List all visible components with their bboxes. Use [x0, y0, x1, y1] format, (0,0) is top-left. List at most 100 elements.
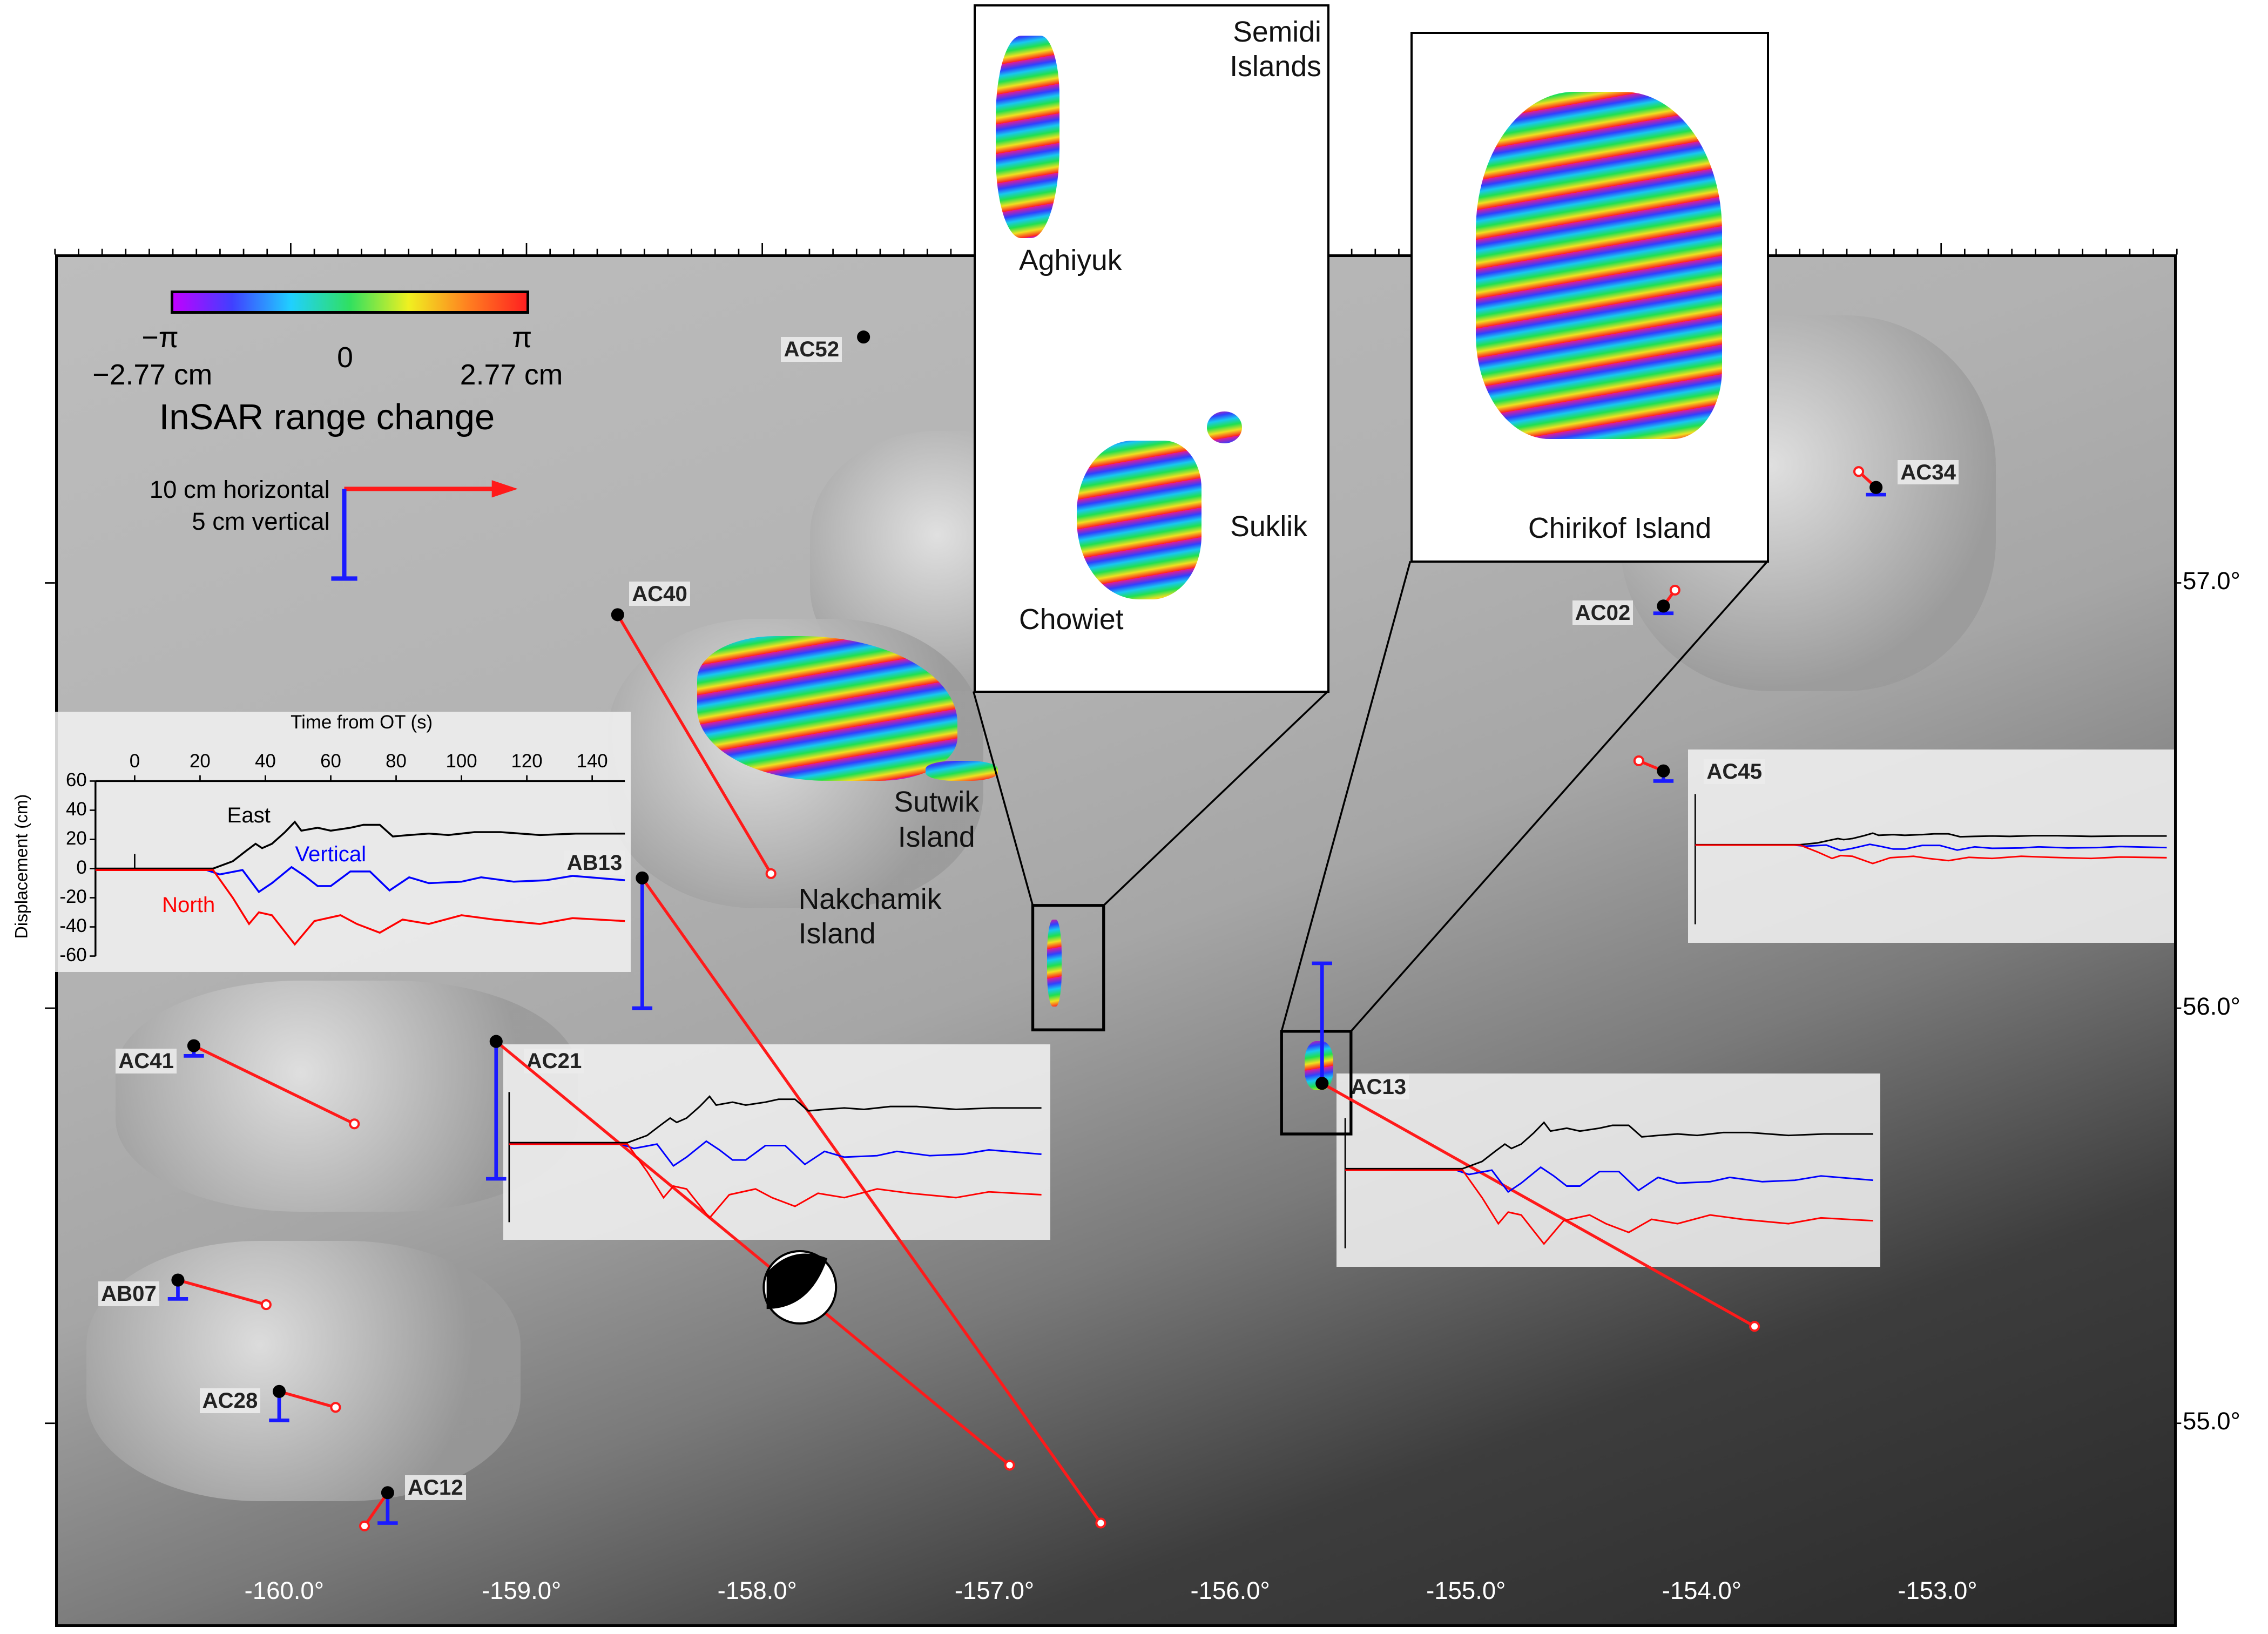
- arrow-tip-marker: [1853, 466, 1865, 477]
- y-tick-label: 0: [76, 857, 87, 879]
- longitude-label: -159.0°: [481, 1576, 562, 1604]
- station-marker: [381, 1486, 394, 1500]
- longitude-label: -157.0°: [954, 1576, 1035, 1604]
- insar-sutwik: [925, 760, 998, 781]
- insar-aghiyuk: [996, 35, 1060, 238]
- horizontal-displacement-arrow: [616, 614, 772, 875]
- station-marker: [272, 1385, 286, 1398]
- inset-connector-line: [1280, 561, 1412, 1032]
- waveform-panel-ab13: [55, 711, 631, 972]
- latitude-label: 55.0°: [2183, 1407, 2240, 1435]
- x-tick-label: 120: [511, 751, 543, 772]
- arrow-tip-marker: [1095, 1517, 1106, 1529]
- y-tick-label: -20: [59, 886, 87, 908]
- arrow-tip-marker: [1749, 1321, 1760, 1332]
- station-label-ac41: AC41: [116, 1048, 177, 1073]
- arrow-tip-marker: [765, 868, 777, 879]
- insar-chirikof: [1476, 92, 1722, 439]
- station-label-ac13: AC13: [1348, 1075, 1409, 1099]
- x-tick-label: 80: [386, 751, 407, 772]
- arrow-tip-marker: [1669, 584, 1680, 596]
- x-tick-label: 0: [129, 751, 140, 772]
- chirikof-label: Chirikof Island: [1528, 512, 1712, 544]
- insar-chowiet: [1077, 440, 1202, 600]
- x-axis-label: Time from OT (s): [291, 711, 433, 733]
- station-marker: [1657, 764, 1670, 778]
- insar-suklik-north: [1207, 411, 1242, 443]
- y-tick-label: 40: [65, 799, 87, 820]
- legend-title: InSAR range change: [159, 396, 495, 437]
- arrow-tip-marker: [1004, 1460, 1015, 1471]
- ac21-waveform-trace-east: [509, 1095, 1042, 1144]
- station-marker: [1657, 599, 1670, 613]
- x-tick-label: 60: [320, 751, 341, 772]
- station-label-ac12: AC12: [405, 1475, 466, 1500]
- station-label-ac34: AC34: [1898, 460, 1959, 485]
- y-tick-label: 60: [65, 769, 87, 791]
- latitude-label: 56.0°: [2183, 992, 2240, 1020]
- insar-semidi-small: [1047, 920, 1062, 1007]
- series-line-vertical: [95, 866, 625, 894]
- scale-vertical-label: 5 cm vertical: [192, 508, 330, 536]
- series-line-north: [95, 869, 625, 946]
- station-marker: [857, 330, 870, 344]
- arrowhead-icon: [491, 480, 518, 498]
- horizontal-displacement-arrow: [1321, 1082, 1756, 1328]
- arrow-tip-marker: [349, 1118, 360, 1130]
- series-label-east: East: [227, 802, 271, 827]
- station-marker: [611, 608, 624, 622]
- station-marker: [1315, 1077, 1329, 1090]
- station-marker: [187, 1039, 200, 1052]
- colorbar: [171, 291, 529, 314]
- inset-connector-line: [1350, 561, 1769, 1032]
- station-marker: [1869, 481, 1883, 494]
- ac21-waveform-trace-vertical: [509, 1140, 1042, 1167]
- longitude-label: -155.0°: [1426, 1576, 1506, 1604]
- series-label-vertical: Vertical: [295, 841, 367, 866]
- ac45-waveform-trace-north: [1695, 844, 2167, 865]
- x-tick-label: 20: [190, 751, 211, 772]
- longitude-label: -158.0°: [717, 1576, 797, 1604]
- ac13-waveform-trace-vertical: [1345, 1166, 1873, 1193]
- y-tick-label: -40: [59, 915, 87, 937]
- ac45-waveform-trace-east: [1695, 832, 2167, 846]
- nakchamik-island-label: Nakchamik Island: [798, 883, 942, 950]
- station-label-ac40: AC40: [629, 581, 690, 606]
- series-label-north: North: [162, 892, 215, 917]
- y-tick-label: 20: [65, 828, 87, 849]
- inset-connector-line: [973, 691, 1034, 906]
- colorbar-max-cm: 2.77 cm: [460, 359, 563, 391]
- station-marker: [171, 1273, 185, 1287]
- ac13-waveform-trace-east: [1345, 1121, 1873, 1170]
- longitude-label: -154.0°: [1662, 1576, 1742, 1604]
- ac21-waveform-trace-north: [509, 1143, 1042, 1219]
- arrow-tip-marker: [359, 1520, 370, 1531]
- ac13-waveform-trace-north: [1345, 1169, 1873, 1245]
- longitude-label: -160.0°: [244, 1576, 324, 1604]
- ac45-waveform-trace-vertical: [1695, 843, 2167, 852]
- semidi-locator-box: [1031, 904, 1105, 1031]
- chowiet-label: Chowiet: [1019, 603, 1124, 636]
- aghiyuk-label: Aghiyuk: [1019, 245, 1122, 277]
- station-label-ab13: AB13: [564, 850, 625, 875]
- station-label-ab07: AB07: [98, 1281, 159, 1306]
- longitude-label: -153.0°: [1898, 1576, 1977, 1604]
- x-tick-label: 140: [576, 751, 608, 772]
- suklik-label: Suklik: [1230, 511, 1307, 543]
- station-marker: [489, 1035, 503, 1048]
- semidi-islands-inset: Semidi Islands Aghiyuk Suklik Chowiet: [973, 4, 1329, 693]
- arrow-tip-marker: [1633, 755, 1644, 766]
- y-tick-label: -60: [59, 944, 87, 966]
- colorbar-mid: 0: [337, 342, 353, 374]
- horizontal-displacement-arrow: [363, 1491, 389, 1527]
- alaska-peninsula-terrain: [115, 980, 579, 1212]
- station-label-ac45: AC45: [1704, 759, 1765, 784]
- semidi-islands-label: Semidi Islands: [1230, 16, 1321, 83]
- arrow-tip-marker: [260, 1299, 272, 1311]
- series-line-east: [95, 820, 625, 870]
- longitude-label: -156.0°: [1190, 1576, 1270, 1604]
- station-label-ac52: AC52: [781, 337, 842, 362]
- station-marker: [636, 871, 649, 884]
- chirikof-locator-box: [1280, 1030, 1353, 1136]
